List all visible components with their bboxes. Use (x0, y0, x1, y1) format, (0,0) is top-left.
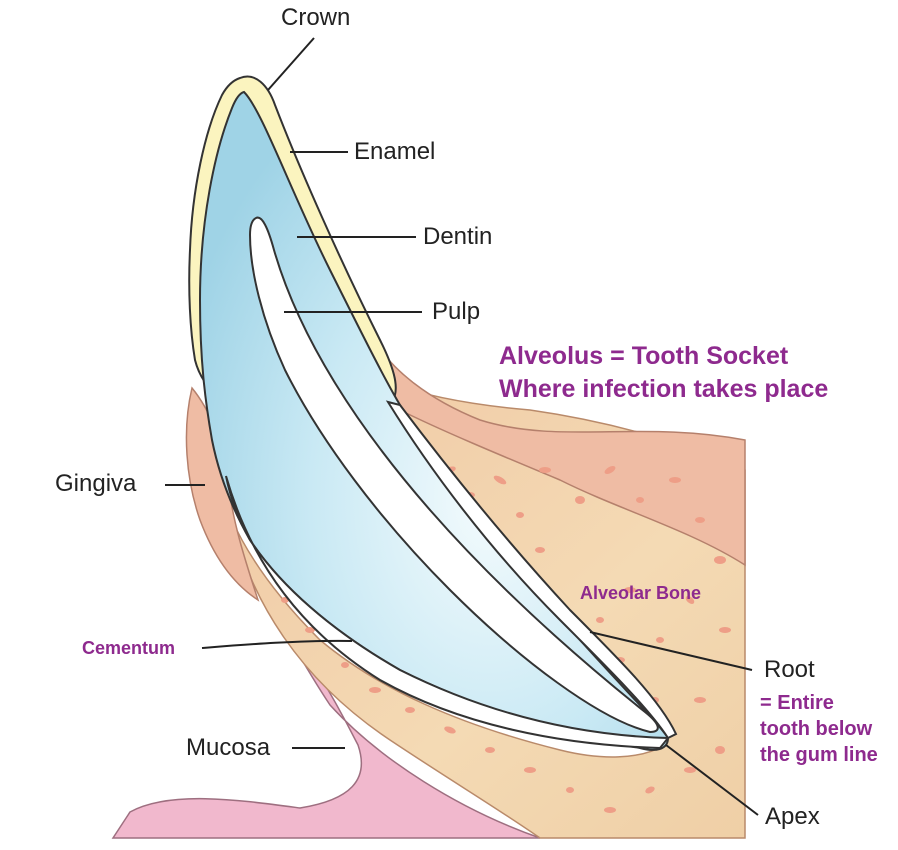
apex-leader (665, 744, 759, 816)
root-note-line1: = Entire (760, 692, 834, 714)
root-leader (589, 631, 753, 671)
apex-label: Apex (765, 803, 820, 830)
cementum-label: Cementum (82, 638, 176, 658)
leader-lines (165, 37, 759, 816)
root-note-line3: the gum line (760, 744, 878, 766)
mucosa-label: Mucosa (186, 734, 271, 761)
mucosa-region (111, 584, 541, 839)
periodontal-right-outline (385, 400, 678, 740)
enamel-label: Enamel (354, 138, 436, 165)
pulp-canal (248, 216, 659, 734)
alveolar-bone-label: Alveolar Bone (580, 583, 702, 603)
dentin-label: Dentin (423, 223, 493, 250)
crown-label: Crown (281, 4, 351, 31)
crown-leader (267, 37, 315, 91)
cementum-layer (225, 475, 671, 750)
gingiva-label: Gingiva (55, 470, 137, 497)
pulp-label: Pulp (432, 298, 481, 325)
alveolus-note-line1: Alveolus = Tooth Socket (499, 342, 789, 370)
root-label: Root (764, 656, 815, 683)
cementum-leader (201, 639, 353, 649)
alveolus-note-line2: Where infection takes place (499, 375, 829, 403)
root-note-line2: tooth below (760, 718, 873, 740)
